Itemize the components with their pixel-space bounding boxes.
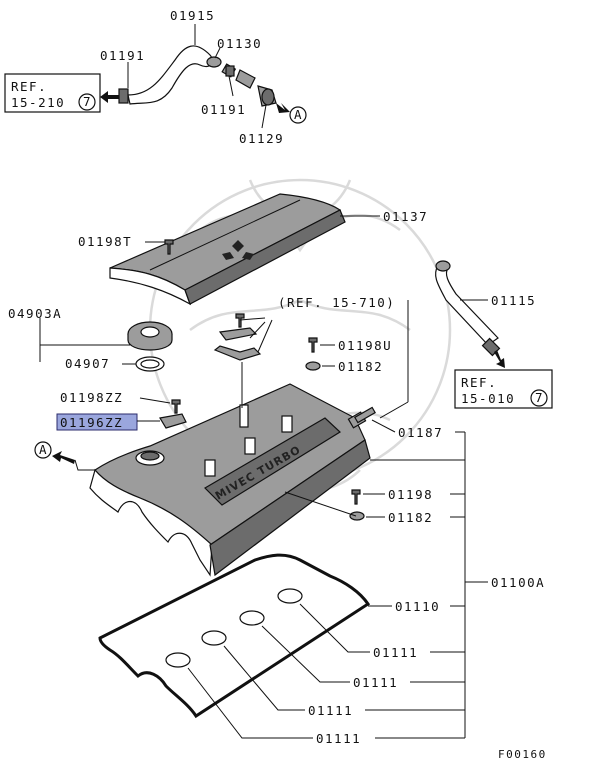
bolt-01198u[interactable] [308, 337, 318, 353]
svg-text:15-210: 15-210 [11, 95, 65, 110]
label-04907: 04907 [65, 356, 110, 371]
label-01198u: 01198U [338, 338, 392, 353]
label-01130: 01130 [217, 36, 262, 51]
rocker-cover-gasket-01110[interactable] [98, 553, 371, 719]
label-01100a: 01100A [491, 575, 545, 590]
label-01191-left: 01191 [100, 48, 145, 63]
rocker-cover-01100a[interactable]: MIVEC TURBO [89, 383, 371, 577]
label-01111-c: 01111 [308, 703, 353, 718]
hose-clamp-01191-right[interactable] [225, 65, 235, 77]
svg-text:7: 7 [535, 390, 544, 405]
label-01198: 01198 [388, 487, 433, 502]
logo-icon [222, 240, 254, 260]
washer-01182-lower[interactable] [349, 511, 365, 521]
spark-plug-seal-01111-a[interactable] [277, 588, 303, 604]
bolt-01198t[interactable] [164, 239, 174, 255]
label-01198zz: 01198ZZ [60, 390, 123, 405]
ref-15-210-box[interactable]: REF. 15-210 7 [4, 73, 101, 113]
label-ref-15-710[interactable]: (REF. 15-710) [278, 295, 395, 310]
label-01182-upper: 01182 [338, 359, 383, 374]
bolt-01198zz[interactable] [171, 399, 181, 414]
ref-15-010-box[interactable]: REF. 15-010 7 [454, 369, 553, 409]
label-01182-lower: 01182 [388, 510, 433, 525]
svg-text:15-010: 15-010 [461, 391, 515, 406]
washer-01182-upper[interactable] [305, 361, 321, 371]
dowel-pin-01187[interactable] [354, 406, 376, 424]
marker-a-top-text: A [294, 107, 303, 122]
oil-cap-gasket-04907[interactable] [135, 356, 165, 372]
svg-text:REF.: REF. [11, 79, 47, 94]
label-01187: 01187 [398, 425, 443, 440]
marker-a-left-text: A [39, 442, 48, 457]
spark-plug-seal-01111-c[interactable] [201, 630, 227, 646]
spark-plug-seal-01111-d[interactable] [165, 652, 191, 668]
highlight-box [56, 413, 138, 431]
bracket-ref-15-710[interactable] [213, 313, 262, 361]
label-01115: 01115 [491, 293, 536, 308]
arrow-to-a-icon [276, 103, 290, 113]
arrow-to-a-left-icon [52, 451, 75, 464]
marker-a-top [289, 106, 307, 124]
label-01191-right: 01191 [201, 102, 246, 117]
assembly-bracket-lines [365, 431, 488, 739]
bracket-01196zz[interactable] [159, 413, 187, 429]
label-04903a: 04903A [8, 306, 62, 321]
label-01111-d: 01111 [316, 731, 361, 746]
pcv-valve-01129[interactable] [257, 85, 277, 107]
breather-hose-01115[interactable] [434, 260, 501, 357]
bolt-01198[interactable] [351, 489, 361, 505]
figure-code: F00160 [498, 748, 547, 761]
label-01111-a: 01111 [373, 645, 418, 660]
marker-a-left [34, 441, 52, 459]
svg-text:REF.: REF. [461, 375, 497, 390]
ignition-coil-cover-01137[interactable] [109, 193, 346, 306]
label-01111-b: 01111 [353, 675, 398, 690]
label-01110: 01110 [395, 599, 440, 614]
oil-filler-cap-04903a[interactable] [127, 321, 173, 351]
label-01915: 01915 [170, 8, 215, 23]
label-01198t: 01198T [78, 234, 132, 249]
label-01129: 01129 [239, 131, 284, 146]
arrow-left-icon [100, 91, 119, 103]
arrow-down-icon [494, 350, 505, 368]
label-01196zz[interactable]: 01196ZZ [60, 415, 123, 430]
spark-plug-seal-01111-b[interactable] [239, 610, 265, 626]
svg-text:7: 7 [83, 94, 92, 109]
label-01137: 01137 [383, 209, 428, 224]
breather-hose-group: A 01915 01130 01191 01191 01129 REF. 15-… [4, 8, 307, 146]
hose-clamp-01191-left[interactable] [118, 88, 129, 104]
